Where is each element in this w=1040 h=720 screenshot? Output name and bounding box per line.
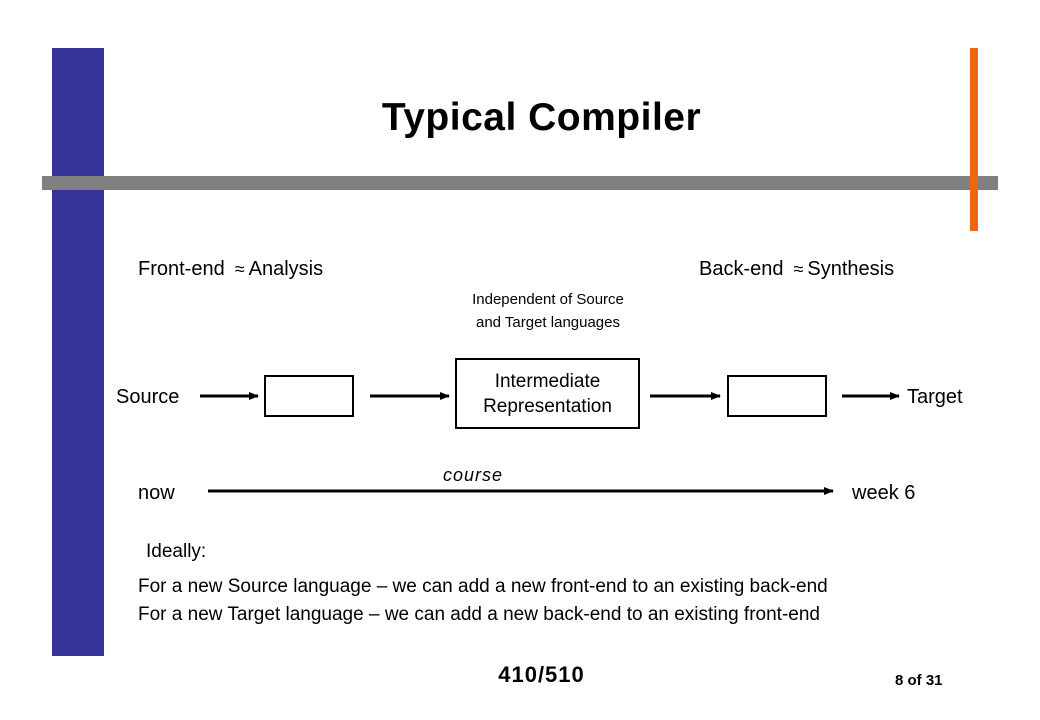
ir-note: Independent of Source and Target languag… — [420, 288, 676, 334]
front-end-label: Front-end — [138, 258, 225, 280]
front-end-heading: Front-end ≈Analysis — [138, 258, 323, 281]
timeline-course-label: course — [443, 465, 504, 485]
back-end-meaning: Synthesis — [807, 258, 895, 280]
approx-symbol: ≈ — [793, 259, 804, 279]
title-rule — [42, 176, 998, 190]
target-label: Target — [907, 386, 963, 408]
accent-bar — [970, 48, 978, 231]
ideally-line-2: For a new Target language – we can add a… — [138, 604, 820, 625]
ir-box-line-2: Representation — [483, 395, 612, 417]
timeline-end-label: week 6 — [852, 482, 916, 504]
back-end-box — [727, 375, 827, 417]
ir-box: Intermediate Representation — [455, 358, 640, 429]
back-end-label: Back-end — [699, 258, 784, 280]
back-end-heading: Back-end ≈Synthesis — [699, 258, 894, 281]
ideally-line-1: For a new Source language – we can add a… — [138, 576, 828, 597]
front-end-meaning: Analysis — [248, 258, 324, 280]
left-decorative-bar — [52, 48, 104, 656]
timeline-start-label: now — [138, 482, 175, 504]
course-number: 410/510 — [498, 662, 585, 687]
ir-note-line-1: Independent of Source — [472, 291, 624, 308]
slide-number: 8 of 31 — [895, 672, 943, 689]
ir-box-line-1: Intermediate — [494, 370, 601, 392]
source-label: Source — [116, 386, 180, 408]
ir-note-line-2: and Target languages — [475, 314, 620, 331]
slide-title: Typical Compiler — [381, 96, 702, 139]
front-end-box — [264, 375, 354, 417]
ideally-heading: Ideally: — [146, 541, 207, 562]
approx-symbol: ≈ — [234, 259, 245, 279]
